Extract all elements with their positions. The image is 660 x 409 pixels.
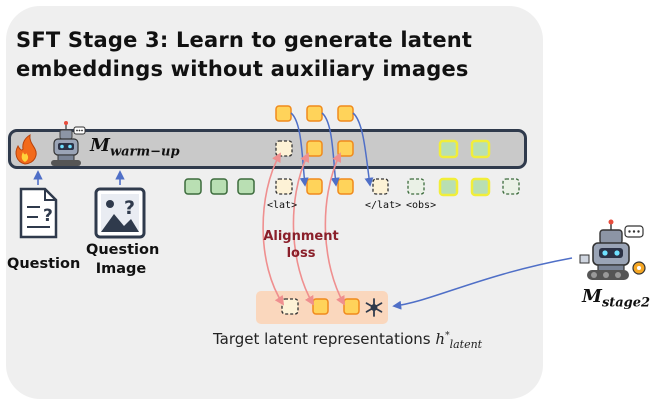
target-latent-token <box>343 298 360 315</box>
target-symbol-letter: h <box>435 330 446 348</box>
document-icon: ? <box>19 187 58 239</box>
input-token <box>237 178 255 195</box>
model-stage2-label: Mstage2 <box>582 286 650 311</box>
fire-icon <box>15 134 37 165</box>
alignment-loss-line2: loss <box>286 246 316 261</box>
obs-label: <obs> <box>406 200 437 211</box>
latent-token <box>275 105 292 122</box>
model-stage2-subscript: stage2 <box>601 295 651 311</box>
lat-close-label: </lat> <box>365 200 402 211</box>
image-token <box>438 139 459 159</box>
latent-token <box>337 178 354 195</box>
latent-start-token-dashed <box>275 178 293 195</box>
alignment-loss-label: Alignment loss <box>256 228 346 262</box>
obs-token-dashed <box>407 178 425 195</box>
latent-end-token-dashed <box>372 178 389 195</box>
image-token <box>470 177 491 197</box>
lat-open-label: <lat> <box>267 200 298 211</box>
latent-token <box>306 178 323 195</box>
model-warmup-subscript: warm−up <box>109 144 180 160</box>
autoregressive-arrows <box>290 112 374 187</box>
question-label: Question <box>7 256 81 272</box>
svg-text:?: ? <box>124 197 135 219</box>
image-question-icon: ? <box>94 187 146 239</box>
stage2-to-target-arrow <box>392 257 573 310</box>
title-line-1: SFT Stage 3: Learn to generate latent <box>16 28 473 52</box>
snowflake-icon <box>365 298 383 317</box>
svg-text:?: ? <box>43 206 53 226</box>
question-image-label-line1: Question <box>86 242 160 258</box>
model-warmup-symbol: M <box>90 135 110 156</box>
question-image-label-line2: Image <box>95 261 147 277</box>
alignment-loss-arrows <box>262 152 345 306</box>
target-latent-symbol: h*latent <box>435 330 483 351</box>
target-start-token-dashed <box>281 298 299 315</box>
obs-token-dashed <box>502 178 520 195</box>
title-line-2: embeddings without auxiliary images <box>16 57 469 81</box>
latent-start-token-dashed <box>275 140 293 157</box>
robot-icon <box>51 121 86 166</box>
target-latent-label: Target latent representations h*latent <box>213 330 482 351</box>
target-latent-token <box>312 298 329 315</box>
target-symbol-superscript: * <box>445 331 450 341</box>
target-symbol-subscript: latent <box>449 338 483 351</box>
image-token <box>470 139 491 159</box>
model-stage2-symbol: M <box>582 286 602 307</box>
image-token <box>438 177 459 197</box>
latent-token <box>337 105 354 122</box>
model-warmup-label: Mwarm−up <box>90 135 180 160</box>
latent-token <box>306 105 323 122</box>
latent-token <box>306 140 323 157</box>
input-token <box>184 178 202 195</box>
latent-token <box>337 140 354 157</box>
alignment-loss-line1: Alignment <box>263 229 339 244</box>
target-latent-text: Target latent representations <box>213 330 431 348</box>
input-token <box>210 178 228 195</box>
robot-icon <box>579 219 646 280</box>
